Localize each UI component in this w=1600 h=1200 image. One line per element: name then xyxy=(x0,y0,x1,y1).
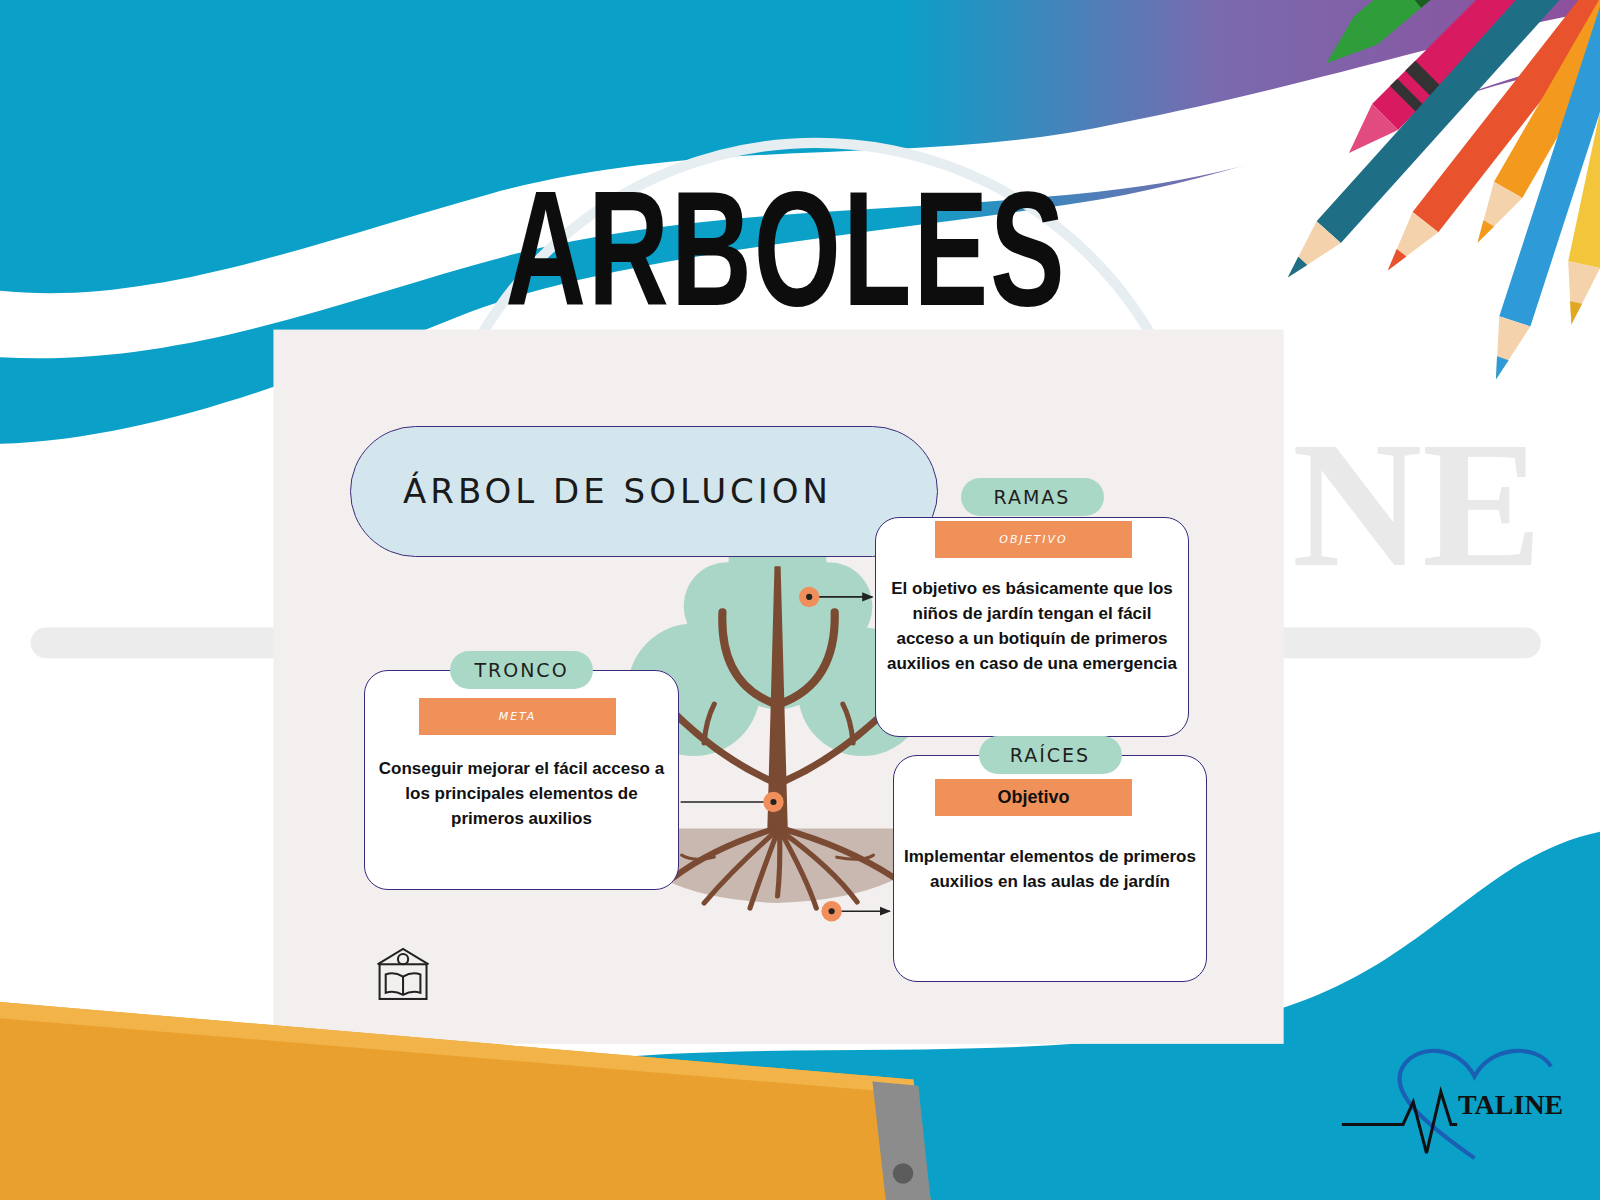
pencils xyxy=(1375,212,1438,280)
tree-illustration xyxy=(673,829,775,878)
node-label: ÁRBOL DE SOLUCION xyxy=(351,427,937,555)
pencils xyxy=(1555,261,1600,328)
box-heading: TRONCO xyxy=(450,651,593,689)
pencils xyxy=(1283,257,1307,282)
node-label: META xyxy=(419,698,616,735)
trunk-box: TRONCOConseguir mejorar el fácil acceso … xyxy=(364,670,679,890)
school-icon xyxy=(380,964,427,999)
box-heading: RAMAS xyxy=(961,478,1104,516)
tree-illustration xyxy=(682,855,715,859)
box-body-text: Implementar elementos de primeros auxili… xyxy=(901,844,1199,894)
callout-dot xyxy=(763,792,783,812)
pencils xyxy=(1472,220,1494,246)
callout-dot xyxy=(829,908,835,914)
node-label: Objetivo xyxy=(935,779,1132,816)
watermark: NE xyxy=(1292,405,1542,605)
pencils xyxy=(1315,16,1378,77)
pencils xyxy=(1276,221,1341,288)
tree-illustration xyxy=(782,829,894,878)
pencils xyxy=(1463,182,1522,251)
folder xyxy=(872,1082,930,1200)
tree-illustration xyxy=(665,612,894,908)
pencils xyxy=(1480,0,1600,385)
pencils xyxy=(1398,0,1433,8)
school-icon xyxy=(386,973,421,995)
title-pill: ÁRBOL DE SOLUCION xyxy=(350,426,938,557)
box-heading: RAÍCES xyxy=(979,736,1122,774)
callout-dot xyxy=(770,799,776,805)
school-icon xyxy=(378,949,429,999)
tree-illustration xyxy=(722,612,775,704)
callout-dot xyxy=(763,587,842,922)
tree-illustration xyxy=(843,704,853,743)
page-title: ARBOLES xyxy=(286,169,1286,331)
callout-dot xyxy=(799,587,819,607)
pencils xyxy=(1490,356,1509,381)
box-body-text: El objetivo es básicamente que los niños… xyxy=(883,576,1181,676)
root-box: RAÍCESImplementar elementos de primeros … xyxy=(893,755,1207,982)
tree-illustration xyxy=(780,612,835,704)
tree-illustration xyxy=(767,566,787,828)
folder xyxy=(0,1002,931,1200)
pencils xyxy=(1565,301,1582,326)
school-icon xyxy=(378,949,429,964)
leader-lines xyxy=(681,801,774,803)
leader-lines xyxy=(681,597,890,911)
tree-illustration xyxy=(837,855,874,859)
tree-illustration xyxy=(750,832,778,909)
folder xyxy=(0,1002,931,1200)
logo-text: TALINE xyxy=(1456,1088,1565,1122)
objective-bar: Objetivo xyxy=(935,779,1132,816)
branch-box: RAMASEl objetivo es básicamente que los … xyxy=(875,517,1189,737)
box-body-text: Conseguir mejorar el fácil acceso a los … xyxy=(372,756,671,831)
school-icon xyxy=(402,977,404,995)
pencils xyxy=(1555,0,1600,328)
pencils xyxy=(1390,79,1423,112)
objective-bar: OBJETIVO xyxy=(935,521,1132,558)
goal-bar: META xyxy=(419,698,616,735)
pencils xyxy=(1276,0,1600,385)
tree-illustration xyxy=(704,704,714,743)
tree-illustration xyxy=(778,832,780,896)
callout-dot xyxy=(806,594,812,600)
pencils xyxy=(1568,0,1600,268)
tree-illustration xyxy=(665,704,770,781)
callout-dot xyxy=(821,901,841,921)
folder xyxy=(893,1163,913,1183)
logo-mark xyxy=(1342,1092,1457,1153)
folder xyxy=(0,1002,915,1094)
card xyxy=(273,330,1283,1044)
node-label: OBJETIVO xyxy=(935,521,1132,558)
pencils xyxy=(1480,316,1530,384)
school-icon xyxy=(398,954,408,964)
pencils xyxy=(1383,249,1406,274)
